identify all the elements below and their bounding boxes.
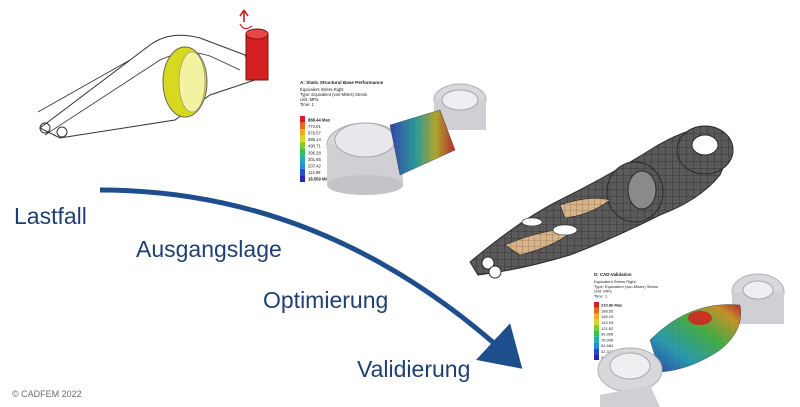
step-optimierung: Optimierung [263, 287, 389, 313]
initial-info-line: Unit: MPa [300, 97, 319, 102]
validation-info-line: Unit: MPa [594, 289, 612, 294]
validation-legend-swatch [594, 331, 599, 337]
initial-panel-title: A: Static Structural Base Performance [300, 80, 384, 85]
initial-legend-swatch [300, 142, 305, 149]
initial-legend-label: 774.01 [308, 124, 321, 129]
validation-legend-swatch [594, 342, 599, 349]
initial-legend-swatch [300, 129, 305, 136]
validation-panel-title: D: CAD-Validation [594, 272, 632, 277]
validation-legend-label: 143.93 [601, 320, 614, 325]
validation-result-panel: D: CAD-Validation Equivalent Stress Righ… [588, 265, 800, 407]
validation-legend-swatch [594, 302, 599, 308]
initial-info-line: Time: 1 [300, 102, 314, 107]
initial-legend-label: 868.44 Max [308, 117, 331, 122]
process-flow-arrow [99, 187, 523, 369]
validation-info-line: Time: 1 [594, 293, 608, 298]
validation-legend-label: 166.24 [601, 314, 614, 319]
initial-legend-swatch [300, 149, 305, 156]
validation-legend-swatch [594, 313, 599, 320]
initial-legend-label: 679.57 [308, 130, 321, 135]
initial-legend-label: 585.14 [308, 137, 321, 142]
validation-legend-swatch [594, 354, 599, 360]
initial-result-panel: A: Static Structural Base Performance Eq… [290, 74, 490, 204]
validation-info-line: Type: Equivalent (von-Mises) Stress [594, 284, 658, 289]
initial-legend-swatch [300, 122, 305, 130]
validation-legend-swatch [594, 348, 599, 355]
initial-legend-label: 301.85 [308, 157, 321, 162]
step-validierung: Validierung [357, 356, 471, 382]
validation-legend-label: 99.306 [601, 332, 614, 337]
initial-legend-swatch [300, 168, 305, 176]
initial-legend-swatch [300, 116, 305, 123]
validation-legend-label: 188.55 [601, 308, 614, 313]
validation-legend-label: 54.684 [601, 343, 614, 348]
validation-legend-swatch [594, 325, 599, 331]
initial-legend-label: 207.42 [308, 163, 321, 168]
validation-legend-label: 210.86 Max [601, 303, 623, 308]
validation-legend-swatch [594, 336, 599, 343]
initial-info-line: Equivalent Stress Right [300, 87, 344, 92]
initial-info-line: Type: Equivalent (von-Mises) Stress [300, 92, 367, 97]
step-ausgangslage: Ausgangslage [136, 236, 282, 262]
initial-legend-swatch [300, 175, 305, 182]
initial-legend-label: 490.71 [308, 144, 321, 149]
optimized-mesh-model [469, 125, 734, 279]
validation-legend-label: 32.373 [601, 349, 614, 354]
validation-legend-label: 121.62 [601, 326, 614, 331]
validation-legend-label: 76.995 [601, 337, 614, 342]
validation-legend-swatch [594, 319, 599, 326]
initial-legend-label: 396.28 [308, 150, 321, 155]
initial-legend-swatch [300, 135, 305, 143]
copyright-note: © CADFEM 2022 [12, 389, 82, 399]
initial-legend-label: 112.99 [308, 170, 321, 175]
step-lastfall: Lastfall [14, 203, 87, 229]
initial-legend-swatch [300, 155, 305, 163]
load-case-model [37, 9, 269, 139]
initial-legend-swatch [300, 162, 305, 169]
initial-legend-label: 18.559 Min [308, 177, 330, 182]
validation-legend-swatch [594, 307, 599, 314]
validation-info-line: Equivalent Stress Right [594, 279, 636, 284]
